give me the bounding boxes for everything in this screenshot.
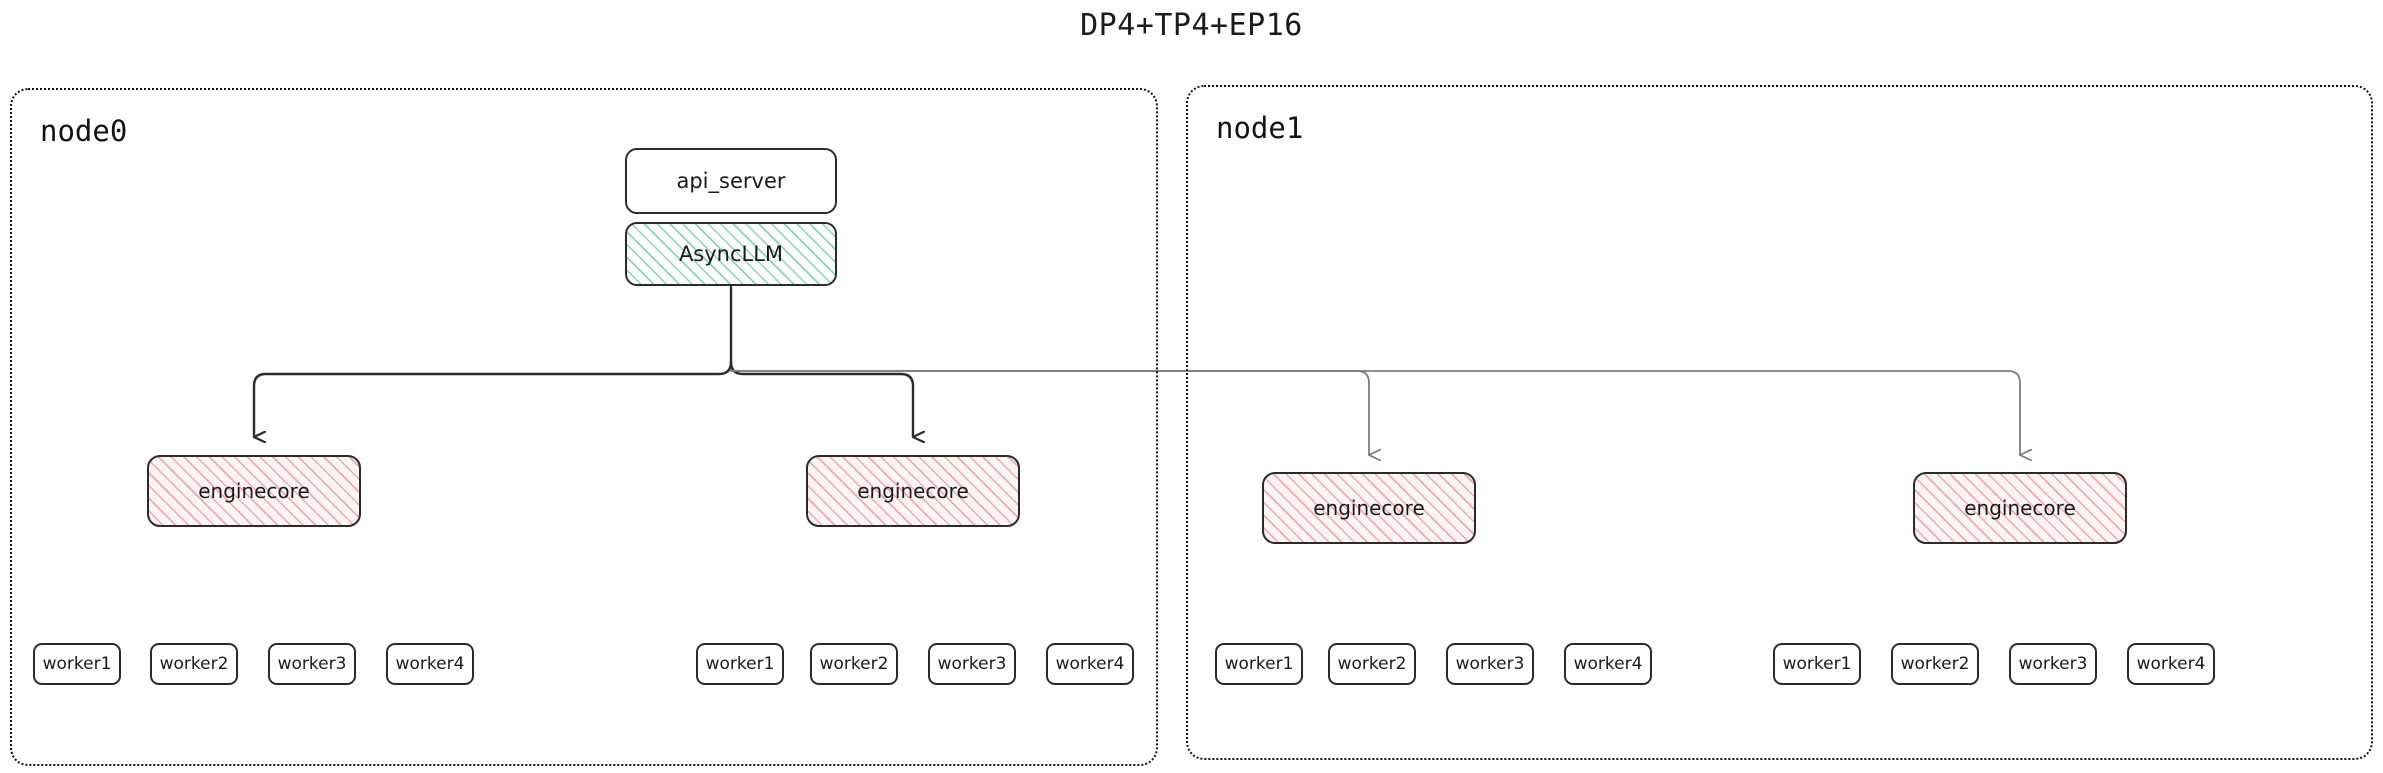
worker-box[interactable]: worker2 xyxy=(1891,643,1979,685)
async-llm-box[interactable]: AsyncLLM xyxy=(625,222,837,286)
worker-box[interactable]: worker1 xyxy=(33,643,121,685)
worker-box[interactable]: worker4 xyxy=(386,643,474,685)
enginecore-box[interactable]: enginecore xyxy=(806,455,1020,527)
node-cluster-node0[interactable]: node0 xyxy=(10,88,1158,766)
worker-box[interactable]: worker1 xyxy=(1773,643,1861,685)
worker-box[interactable]: worker4 xyxy=(1564,643,1652,685)
node-cluster-node1[interactable]: node1 xyxy=(1186,85,2373,760)
worker-box[interactable]: worker1 xyxy=(696,643,784,685)
enginecore-box[interactable]: enginecore xyxy=(1913,472,2127,544)
worker-box[interactable]: worker3 xyxy=(928,643,1016,685)
node-cluster-label-node0: node0 xyxy=(40,114,128,148)
worker-box[interactable]: worker3 xyxy=(2009,643,2097,685)
worker-box[interactable]: worker4 xyxy=(1046,643,1134,685)
enginecore-box[interactable]: enginecore xyxy=(147,455,361,527)
node-cluster-label-node1: node1 xyxy=(1216,111,1304,145)
worker-box[interactable]: worker3 xyxy=(1446,643,1534,685)
worker-box[interactable]: worker2 xyxy=(1328,643,1416,685)
enginecore-box[interactable]: enginecore xyxy=(1262,472,1476,544)
worker-box[interactable]: worker3 xyxy=(268,643,356,685)
worker-box[interactable]: worker2 xyxy=(150,643,238,685)
worker-box[interactable]: worker2 xyxy=(810,643,898,685)
page-title: DP4+TP4+EP16 xyxy=(1080,8,1303,43)
worker-box[interactable]: worker1 xyxy=(1215,643,1303,685)
api-server-box[interactable]: api_server xyxy=(625,148,837,214)
worker-box[interactable]: worker4 xyxy=(2127,643,2215,685)
